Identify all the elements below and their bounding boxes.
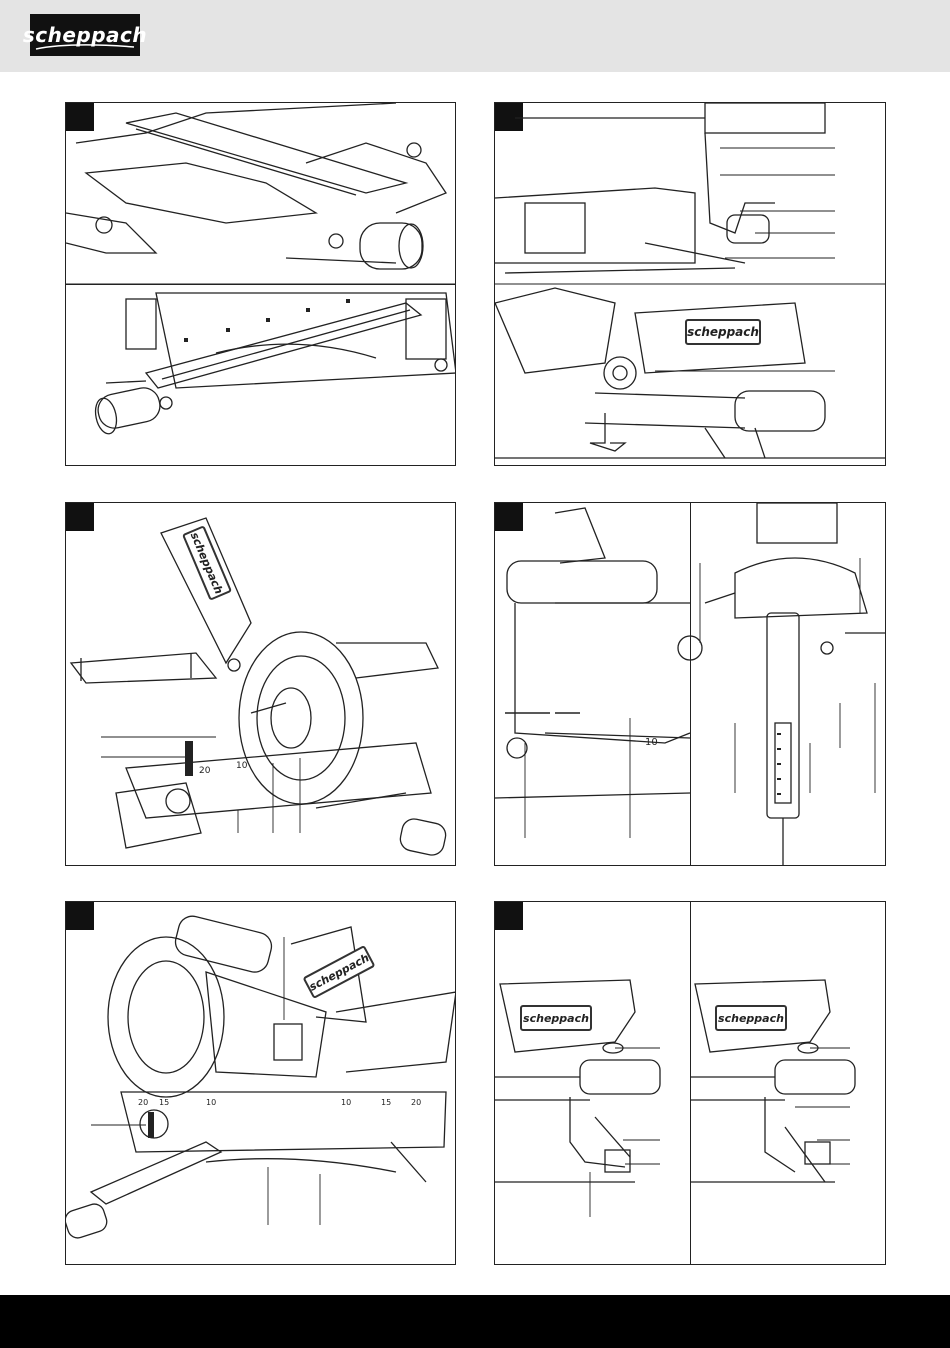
saw-closeup-drawing: 10 (495, 503, 886, 866)
scale-label: 10 (341, 1098, 351, 1107)
scale-label: 15 (381, 1098, 391, 1107)
scale-label: 20 (411, 1098, 421, 1107)
scale-label: 15 (159, 1098, 169, 1107)
scheppach-logo: scheppach (30, 14, 140, 56)
page-header: scheppach (0, 0, 950, 72)
miter-saw-drawing: 20 10 (66, 503, 456, 866)
logo-text: scheppach (23, 23, 147, 47)
saw-fence-drawing: 20 15 10 10 15 20 (66, 902, 456, 1265)
page-footer (0, 1295, 950, 1348)
brand-label: scheppach (685, 319, 761, 345)
bevel-adjust-drawing (495, 902, 886, 1265)
figure-panel-bottom-left: 20 15 10 10 15 20 scheppach (65, 901, 456, 1265)
figure-panel-bottom-right: scheppach scheppach (494, 901, 886, 1265)
subfigure-divider (66, 284, 455, 285)
scale-label: 10 (206, 1098, 216, 1107)
saw-side-drawing (495, 103, 886, 466)
scale-label: 20 (138, 1098, 148, 1107)
scale-label: 20 (199, 766, 211, 776)
scale-label: 10 (645, 737, 658, 748)
brand-label: scheppach (715, 1005, 787, 1031)
figure-panel-mid-left: 20 10 scheppach (65, 502, 456, 866)
scale-label: 10 (236, 761, 248, 771)
figure-panel-top-left (65, 102, 456, 466)
figure-panel-top-right: scheppach (494, 102, 886, 466)
brand-label: scheppach (520, 1005, 592, 1031)
figure-panel-mid-right: 10 (494, 502, 886, 866)
